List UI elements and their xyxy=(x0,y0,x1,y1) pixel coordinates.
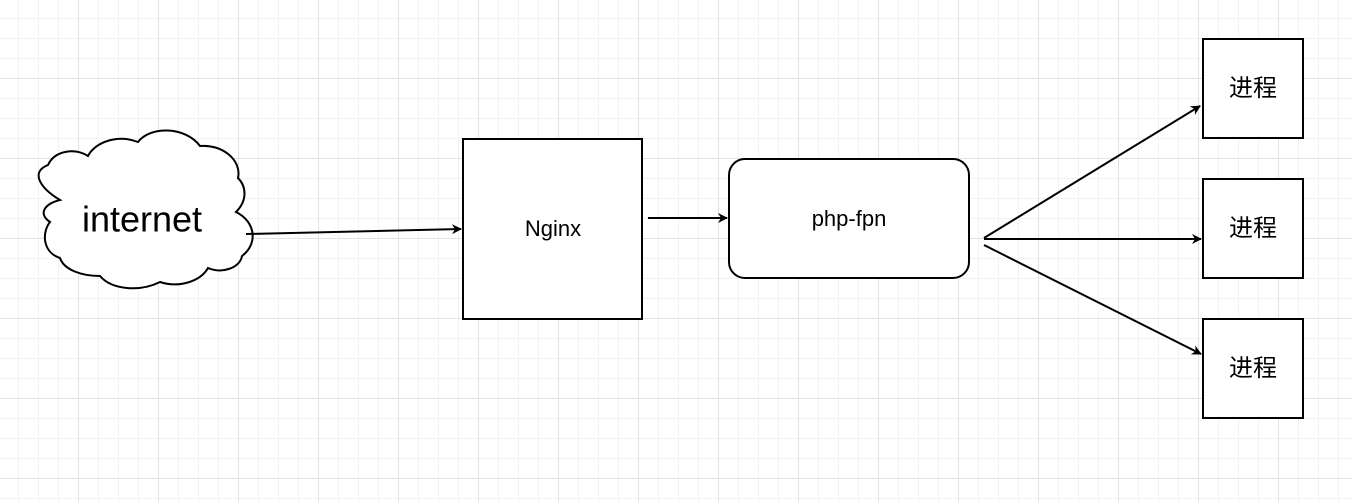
process-label-1: 进程 xyxy=(1229,74,1277,102)
process-box-3 xyxy=(1202,318,1304,419)
process-node-3[interactable]: 进程 xyxy=(1202,318,1304,419)
cloud-shape xyxy=(37,129,254,290)
php-fpn-node[interactable]: php-fpn xyxy=(728,158,970,279)
internet-label: internet xyxy=(82,199,202,240)
php-fpn-box xyxy=(728,158,970,279)
process-node-1[interactable]: 进程 xyxy=(1202,38,1304,139)
edge-php-fpn-to-process-1[interactable] xyxy=(983,105,1201,239)
process-box-2 xyxy=(1202,178,1304,279)
process-label-3: 进程 xyxy=(1229,354,1277,382)
internet-node[interactable]: internet xyxy=(37,129,254,290)
edge-php-fpn-to-process-3[interactable] xyxy=(983,244,1202,355)
nginx-box xyxy=(462,138,643,320)
process-box-1 xyxy=(1202,38,1304,139)
process-node-2[interactable]: 进程 xyxy=(1202,178,1304,279)
nginx-label: Nginx xyxy=(525,216,581,241)
edge-internet-to-nginx[interactable] xyxy=(245,224,462,235)
process-label-2: 进程 xyxy=(1229,214,1277,242)
nginx-node[interactable]: Nginx xyxy=(462,138,643,320)
php-fpn-label: php-fpn xyxy=(812,206,887,231)
